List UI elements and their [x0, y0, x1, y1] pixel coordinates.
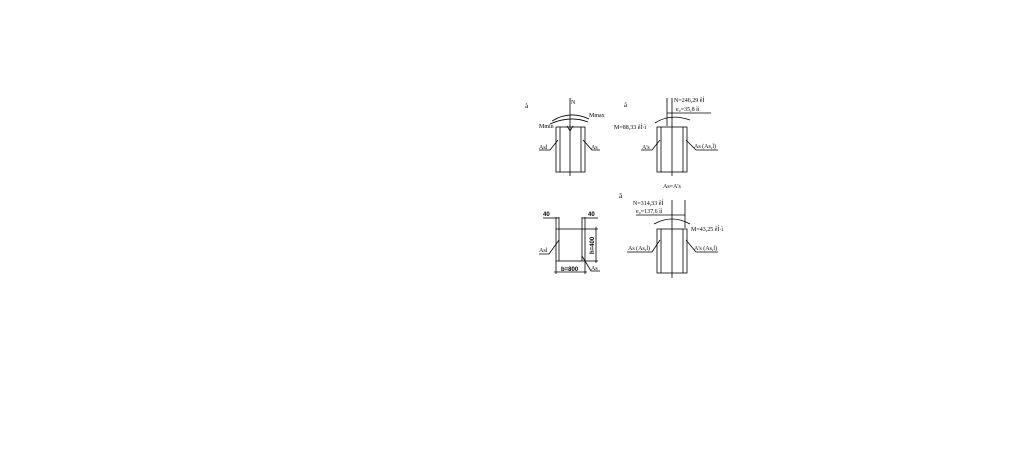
as-label: As (As,l) — [694, 143, 716, 150]
leader-line — [539, 139, 559, 151]
panel-a: à N Mmax Mmin Asl As — [525, 98, 605, 176]
as-prime-label: A's — [642, 145, 650, 151]
column-outline — [555, 126, 586, 173]
m-min-label: Mmin — [539, 124, 554, 130]
cover-left-label: 40 — [543, 212, 550, 218]
leader-line — [539, 239, 560, 255]
panel-b: á N=246,29 êÍ e₀=35,8 ìì M=88,33 êÍ·ì A'… — [614, 96, 718, 190]
as-prime-label: A's (As,l) — [694, 245, 717, 252]
force-n-label: N=246,29 êÍ — [674, 96, 704, 104]
cover-right-label: 40 — [588, 212, 595, 218]
moment-arc — [654, 116, 691, 124]
as-left-label: Asl — [539, 248, 548, 254]
leader-line — [582, 139, 600, 151]
leader-line — [685, 239, 718, 253]
panel-b-label: á — [624, 101, 628, 109]
height-label: h=400 — [590, 236, 596, 254]
width-label: b=800 — [561, 267, 579, 273]
leader-line — [581, 255, 600, 272]
panel-c-label: â — [619, 192, 623, 200]
moment-arc — [653, 218, 691, 225]
as-right-label: As — [591, 145, 598, 151]
force-arrow — [566, 125, 574, 132]
force-n-label: N — [571, 100, 576, 106]
as-label: As (As,l) — [628, 245, 650, 252]
as-left-label: Asl — [539, 145, 548, 151]
panel-a-label: à — [525, 102, 529, 110]
panel-c: â N=314,33 êÍ e₀=137,6 ìì M=43,25 êÍ·ì A… — [619, 192, 723, 278]
equality-label: As=A's — [663, 184, 681, 190]
e0-label: e₀=137,6 ìì — [636, 209, 663, 215]
moment-min-arc — [549, 118, 589, 125]
force-n-label: N=314,33 êÍ — [633, 199, 663, 207]
moment-label: M=43,25 êÍ·ì — [691, 225, 723, 233]
leader-line — [641, 139, 661, 151]
e0-label: e₀=35,8 ìì — [676, 107, 700, 113]
as-right-label: As — [591, 266, 598, 272]
leader-line — [685, 139, 718, 151]
leader-line — [627, 239, 661, 253]
section-outline — [555, 228, 586, 262]
m-max-label: Mmax — [589, 113, 605, 119]
cross-section: 40 40 h=400 b=800 Asl As — [539, 212, 600, 274]
moment-max-arc — [551, 114, 590, 122]
moment-label: M=88,33 êÍ·ì — [614, 123, 646, 131]
